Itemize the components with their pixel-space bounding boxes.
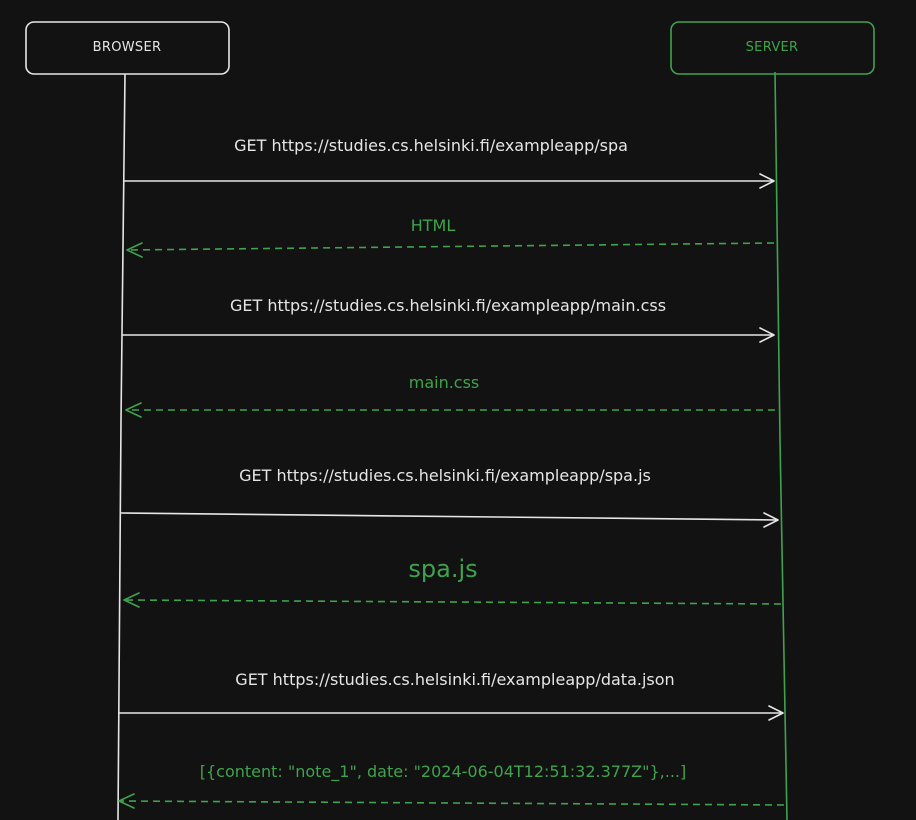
message-main-css-response: main.css [125, 373, 775, 418]
actor-server-box [670, 21, 875, 75]
message-data-json-response: [{content: "note_1", date: "2024-06-04T1… [118, 762, 785, 809]
message-get-data-json: GET https://studies.cs.helsinki.fi/examp… [118, 670, 784, 721]
server-lifeline [774, 71, 788, 820]
message-main-css-response-label: main.css [409, 373, 480, 392]
message-get-main-css-arrowhead [759, 327, 775, 343]
message-get-spa-js-line [120, 512, 779, 521]
message-html-response-label: HTML [411, 216, 456, 235]
actor-browser: BROWSER [25, 21, 230, 75]
message-html-response-arrowhead [126, 242, 143, 258]
message-get-spa-arrowhead [759, 173, 775, 189]
message-html-response-line [126, 242, 775, 251]
message-data-json-response-label: [{content: "note_1", date: "2024-06-04T1… [200, 762, 687, 782]
actor-server-label: SERVER [746, 40, 799, 55]
message-get-spa-js-arrowhead [763, 512, 779, 528]
message-get-spa-label: GET https://studies.cs.helsinki.fi/examp… [234, 136, 628, 155]
browser-lifeline [117, 73, 126, 820]
message-spa-js-response: spa.js [123, 555, 782, 608]
message-data-json-response-line [118, 800, 785, 806]
message-main-css-response-arrowhead [125, 402, 142, 418]
message-get-spa: GET https://studies.cs.helsinki.fi/examp… [124, 136, 775, 189]
actor-server: SERVER [670, 21, 875, 75]
message-spa-js-response-line [123, 599, 782, 605]
message-data-json-response-arrowhead [118, 793, 135, 809]
message-get-spa-js-label: GET https://studies.cs.helsinki.fi/examp… [239, 466, 651, 485]
message-get-data-json-arrowhead [768, 705, 784, 721]
actor-browser-label: BROWSER [93, 40, 162, 55]
message-get-spa-js: GET https://studies.cs.helsinki.fi/examp… [120, 466, 779, 528]
actor-browser-box [25, 21, 230, 75]
message-get-data-json-label: GET https://studies.cs.helsinki.fi/examp… [235, 670, 674, 689]
message-get-main-css: GET https://studies.cs.helsinki.fi/examp… [122, 296, 775, 343]
message-spa-js-response-arrowhead [123, 592, 140, 608]
message-html-response: HTML [126, 216, 775, 258]
message-get-main-css-label: GET https://studies.cs.helsinki.fi/examp… [230, 296, 666, 315]
message-spa-js-response-label: spa.js [408, 555, 477, 583]
